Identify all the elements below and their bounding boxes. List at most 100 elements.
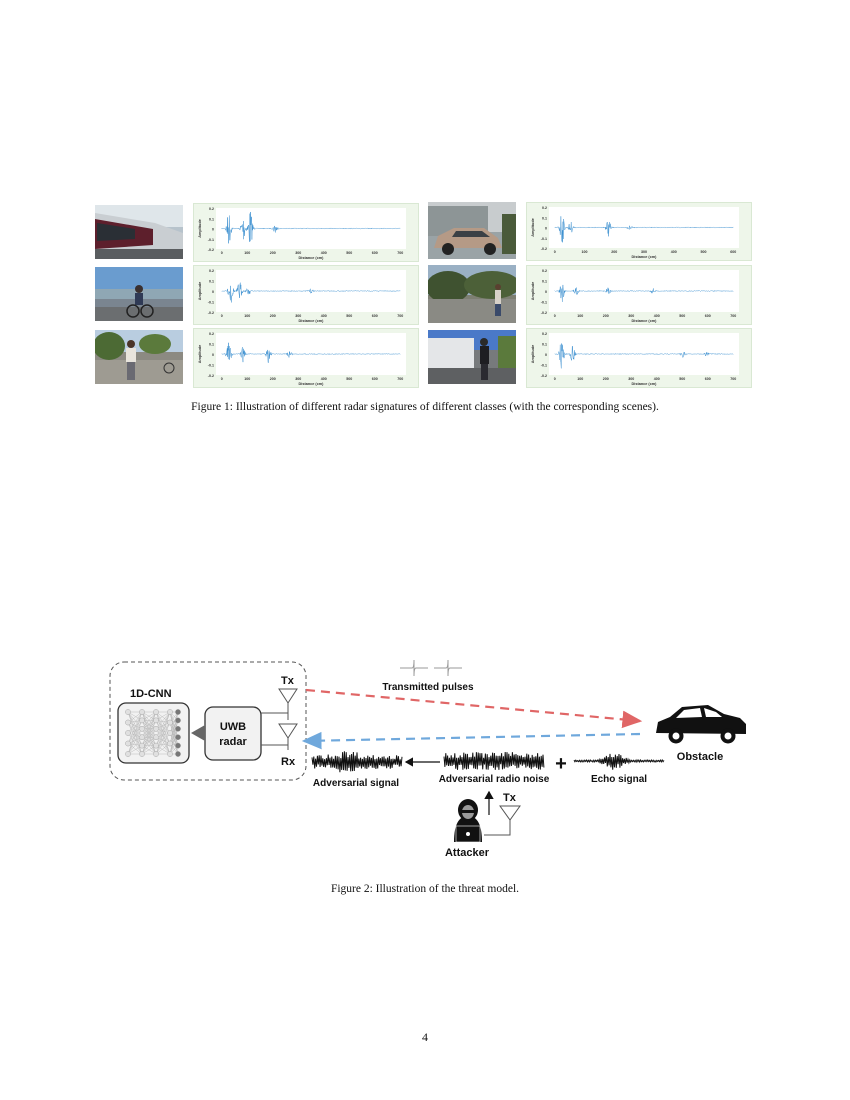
figure-2-threat-model: 1D-CNN UWB radar Tx Rx Transmitted pulse…: [109, 659, 746, 859]
nn-edge: [169, 711, 179, 734]
nn-edge: [127, 711, 143, 744]
nn-edge: [127, 720, 143, 744]
radar-signal-trace: [554, 216, 734, 243]
nn-node: [153, 734, 159, 741]
nn-node: [139, 717, 145, 724]
radar-tx-label: Tx: [281, 675, 295, 687]
adversarial-noise-label: Adversarial radio noise: [439, 774, 550, 785]
nn-node: [153, 751, 159, 757]
nn-node: [125, 719, 131, 726]
attacker-tx-label: Tx: [503, 792, 517, 804]
echo-arrow: [301, 731, 641, 750]
x-tick-label: 500: [679, 314, 685, 318]
x-tick-label: 500: [346, 377, 352, 381]
x-tick-label: 0: [221, 377, 223, 381]
y-tick-label: -0.2: [208, 374, 214, 378]
transmit-arrow: [305, 688, 643, 729]
x-tick-label: 200: [270, 314, 276, 318]
y-tick-label: 0.1: [542, 216, 547, 220]
page-number: 4: [422, 1030, 428, 1044]
x-tick-label: 500: [346, 251, 352, 255]
x-tick-label: 600: [372, 377, 378, 381]
x-tick-label: 300: [295, 377, 301, 381]
y-axis-label: Amplitude: [531, 218, 535, 237]
neural-network-icon: [125, 709, 181, 757]
nn-edge: [127, 722, 143, 746]
y-tick-label: 0.1: [209, 217, 214, 221]
antenna-connector: [261, 703, 289, 746]
nn-edge: [127, 720, 143, 734]
nn-edge: [169, 711, 179, 744]
adversarial-noise-waveform: [443, 751, 545, 770]
x-tick-label: 700: [397, 251, 403, 255]
nn-edge: [141, 728, 157, 755]
x-tick-label: 300: [641, 250, 647, 254]
nn-node: [167, 740, 173, 747]
nn-edge: [127, 720, 143, 755]
nn-node: [125, 740, 131, 747]
attacker-label: Attacker: [445, 847, 490, 859]
x-tick-label: 600: [730, 250, 736, 254]
x-axis-label: Distance (cm): [632, 382, 658, 386]
y-axis-label: Amplitude: [198, 219, 202, 238]
obstacle-label: Obstacle: [677, 751, 723, 763]
y-tick-label: -0.1: [541, 237, 547, 241]
y-tick-label: -0.1: [208, 364, 214, 368]
y-tick-label: -0.2: [541, 311, 547, 315]
nn-edge: [155, 711, 171, 734]
echo-signal-waveform: [573, 753, 665, 770]
x-tick-label: 0: [221, 314, 223, 318]
scene-photo-pedestrian-street: [95, 330, 183, 384]
y-tick-label: 0.2: [209, 207, 214, 211]
nn-edge: [169, 732, 179, 755]
y-tick-label: 0: [212, 228, 214, 232]
y-tick-label: 0.2: [542, 332, 547, 336]
x-tick-label: 500: [679, 377, 685, 381]
nn-node: [139, 751, 145, 757]
transmitted-pulses-icon: [400, 659, 462, 677]
x-tick-label: 400: [321, 251, 327, 255]
nn-node: [153, 717, 159, 724]
x-tick-label: 100: [244, 251, 250, 255]
y-tick-label: -0.1: [541, 364, 547, 368]
x-tick-label: 400: [321, 377, 327, 381]
x-tick-label: 700: [397, 314, 403, 318]
x-tick-label: 200: [603, 314, 609, 318]
nn-edge: [141, 711, 157, 738]
x-tick-label: 0: [554, 314, 556, 318]
x-tick-label: 200: [611, 250, 617, 254]
x-tick-label: 200: [270, 251, 276, 255]
figure-2-caption: Figure 2: Illustration of the threat mod…: [330, 883, 520, 895]
nn-node: [175, 726, 181, 732]
nn-edge: [141, 720, 157, 755]
nn-edge: [155, 711, 171, 723]
adversarial-signal-label: Adversarial signal: [313, 778, 399, 789]
y-tick-label: -0.2: [541, 374, 547, 378]
x-tick-label: 700: [730, 377, 736, 381]
x-tick-label: 100: [244, 377, 250, 381]
nn-node: [153, 709, 159, 715]
nn-edge: [141, 711, 157, 746]
nn-edge: [127, 711, 143, 734]
nn-edge: [169, 720, 179, 755]
uwb-radar-box: [204, 706, 262, 761]
radar-signal-trace: [221, 211, 401, 244]
x-tick-label: 400: [321, 314, 327, 318]
figure-1-caption: Figure 1: Illustration of different rada…: [191, 401, 659, 413]
car-icon: [656, 705, 746, 744]
nn-node: [175, 709, 181, 715]
x-tick-label: 400: [654, 314, 660, 318]
x-tick-label: 300: [628, 377, 634, 381]
nn-node: [175, 742, 181, 749]
nn-node: [139, 726, 145, 732]
nn-edge: [155, 720, 171, 734]
nn-edge: [127, 722, 143, 738]
